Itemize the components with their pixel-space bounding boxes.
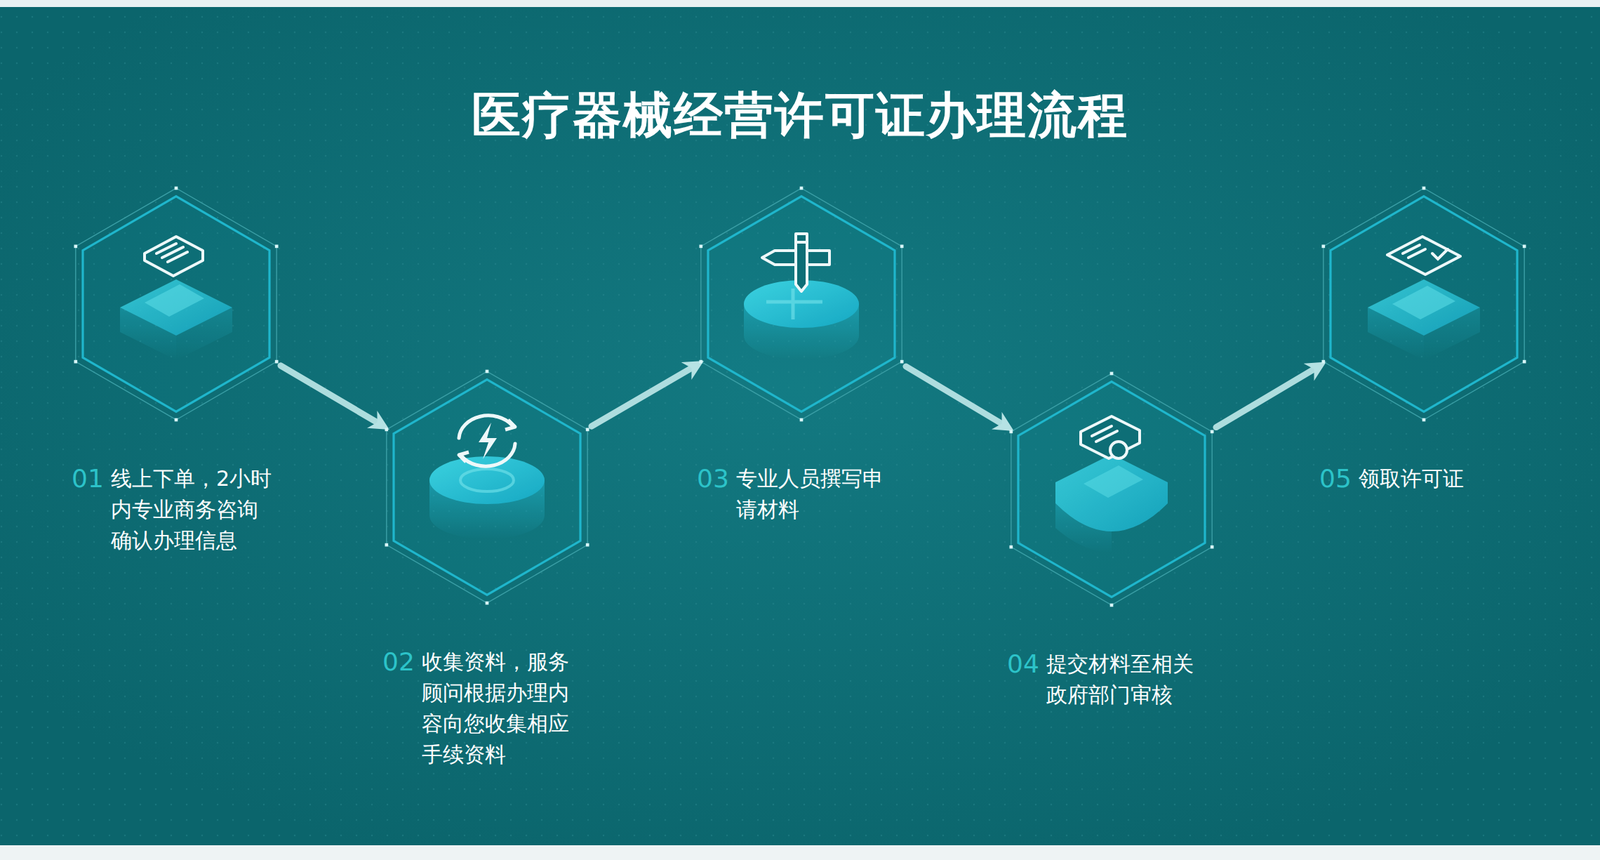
process-step: 01线上下单，2小时内专业商务咨询确认办理信息 — [71, 183, 281, 556]
process-step: 03专业人员撰写申请材料 — [696, 183, 906, 525]
flow-arrow — [905, 366, 1008, 427]
process-step: 04提交材料至相关政府部门审核 — [1007, 369, 1217, 711]
step-description: 收集资料，服务顾问根据办理内容向您收集相应手续资料 — [421, 646, 584, 770]
hexagon-outline — [696, 183, 906, 424]
hexagon-outline — [1007, 369, 1217, 610]
step-text: 02收集资料，服务顾问根据办理内容向您收集相应手续资料 — [382, 646, 592, 770]
step-text: 05领取许可证 — [1319, 463, 1529, 495]
hexagon-outline — [1319, 183, 1529, 424]
step-text: 03专业人员撰写申请材料 — [696, 463, 906, 525]
step-description: 领取许可证 — [1358, 463, 1520, 495]
step-number: 03 — [696, 463, 737, 495]
process-step: 02收集资料，服务顾问根据办理内容向您收集相应手续资料 — [382, 367, 592, 770]
hexagon-outline — [382, 367, 592, 608]
flow-arrow — [591, 364, 697, 426]
step-description: 线上下单，2小时内专业商务咨询确认办理信息 — [110, 463, 273, 556]
process-step: 05领取许可证 — [1319, 183, 1529, 495]
flow-arrow — [1216, 365, 1320, 427]
step-number: 04 — [1007, 648, 1047, 680]
step-description: 提交材料至相关政府部门审核 — [1046, 648, 1208, 711]
step-number: 01 — [71, 463, 111, 495]
step-text: 01线上下单，2小时内专业商务咨询确认办理信息 — [71, 463, 281, 556]
flow-arrow — [280, 365, 383, 426]
step-number: 05 — [1319, 463, 1359, 495]
step-number: 02 — [382, 646, 422, 678]
step-description: 专业人员撰写申请材料 — [736, 463, 898, 525]
diagram-title: 医疗器械经营许可证办理流程 — [0, 82, 1600, 149]
hexagon-outline — [71, 183, 281, 424]
step-text: 04提交材料至相关政府部门审核 — [1007, 648, 1217, 711]
